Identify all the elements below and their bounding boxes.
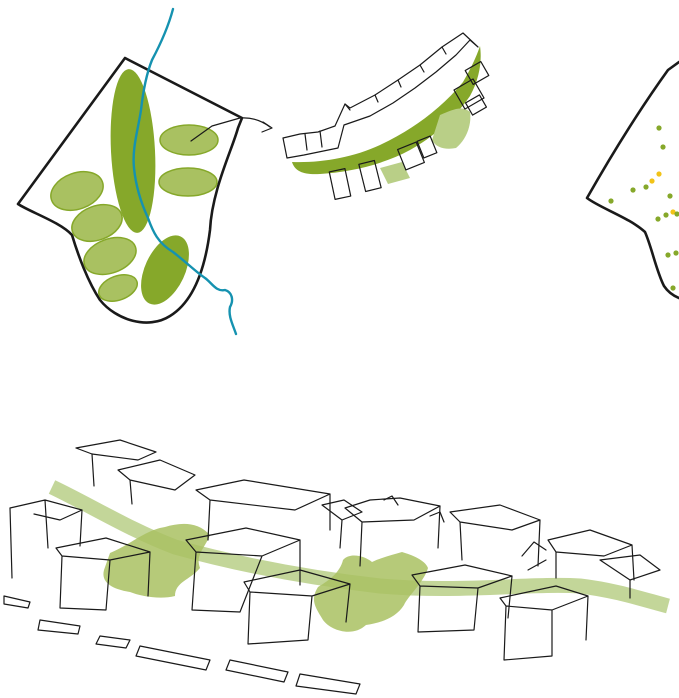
building-sketches — [4, 440, 660, 694]
green-courtyard-pale-2 — [380, 162, 410, 184]
building-sketch — [450, 505, 540, 566]
building-sketch — [322, 500, 362, 548]
ground-slab — [38, 620, 80, 634]
building-row-sketch — [283, 33, 489, 199]
building-sketch — [500, 586, 588, 660]
dots-site-boundary — [587, 62, 679, 298]
green-patch-east-2 — [159, 168, 217, 196]
building-block — [329, 169, 350, 200]
building-sketch — [196, 480, 330, 540]
site-plan-sketch — [18, 9, 272, 334]
building-sketch — [76, 440, 156, 486]
building-sketch — [522, 542, 546, 570]
building-sketch — [412, 565, 512, 632]
green-blob-east — [314, 552, 428, 632]
building-sketch — [548, 530, 634, 580]
ground-slab — [136, 646, 210, 670]
ground-slab — [296, 674, 360, 694]
dots-site-sketch — [587, 62, 679, 298]
dot-cluster — [608, 125, 679, 290]
building-sketch — [10, 500, 82, 578]
ground-slab — [96, 636, 130, 648]
green-patch-east-1 — [160, 125, 218, 155]
ground-slab — [226, 660, 288, 682]
ground-slab — [4, 596, 30, 608]
green-courtyard — [292, 46, 481, 174]
axonometric-city-sketch — [4, 440, 668, 694]
building-sketch — [118, 460, 195, 504]
